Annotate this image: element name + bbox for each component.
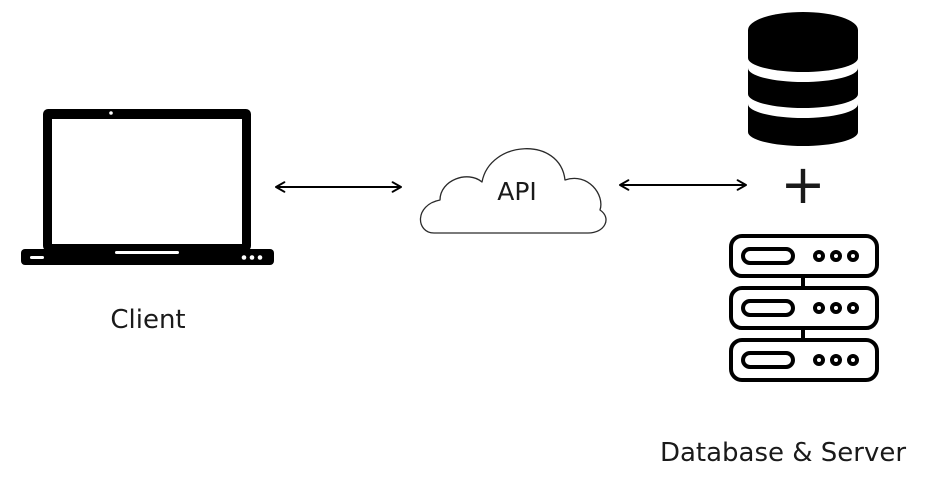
client-label: Client [110, 305, 185, 335]
backend-label: Database & Server [660, 438, 906, 468]
server-rack-icon [729, 234, 879, 382]
server-unit [729, 234, 879, 278]
api-label: API [497, 177, 537, 206]
laptop-icon [21, 109, 274, 265]
database-icon [748, 12, 858, 146]
server-unit [729, 338, 879, 382]
server-unit [729, 286, 879, 330]
cloud-icon [419, 148, 607, 234]
plus-symbol: + [780, 153, 825, 216]
